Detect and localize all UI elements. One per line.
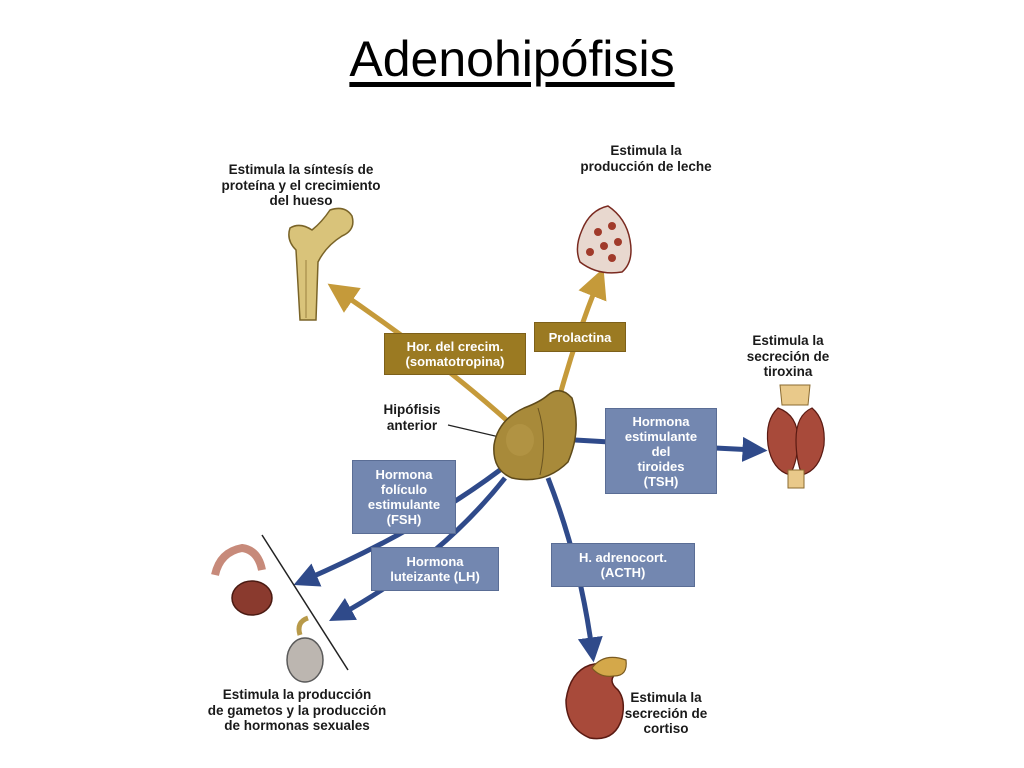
label-gonads-effect: Estimula la producción de gametos y la p… [207, 687, 387, 733]
label-adrenal-effect: Estimula la secreción de cortiso [624, 690, 708, 736]
hormone-box-tsh: Hormona estimulante del tiroides (TSH) [605, 408, 717, 494]
hormone-box-fsh: Hormona folículo estimulante (FSH) [352, 460, 456, 534]
slide-title: Adenohipófisis [349, 31, 675, 87]
femur-bone-icon [288, 207, 354, 321]
hormone-box-acth: H. adrenocort. (ACTH) [551, 543, 695, 587]
adrenal-kidney-icon [565, 656, 627, 740]
hormone-box-prolactina: Prolactina [534, 322, 626, 352]
thyroid-gland-icon [766, 384, 825, 489]
label-breast-effect: Estimula la producción de leche [580, 143, 712, 174]
label-hipofisis-anterior: Hipófisis anterior [383, 402, 441, 433]
label-bone-effect: Estimula la síntesís de proteína y el cr… [221, 162, 381, 208]
pituitary-gland-icon [493, 389, 577, 481]
hormone-box-gh: Hor. del crecim. (somatotropina) [384, 333, 526, 375]
gonads-icon [211, 534, 349, 683]
gonads-divider [261, 534, 349, 671]
mammary-gland-icon [576, 205, 632, 274]
label-thyroid-effect: Estimula la secreción de tiroxina [746, 333, 830, 379]
hormone-box-lh: Hormona luteizante (LH) [371, 547, 499, 591]
